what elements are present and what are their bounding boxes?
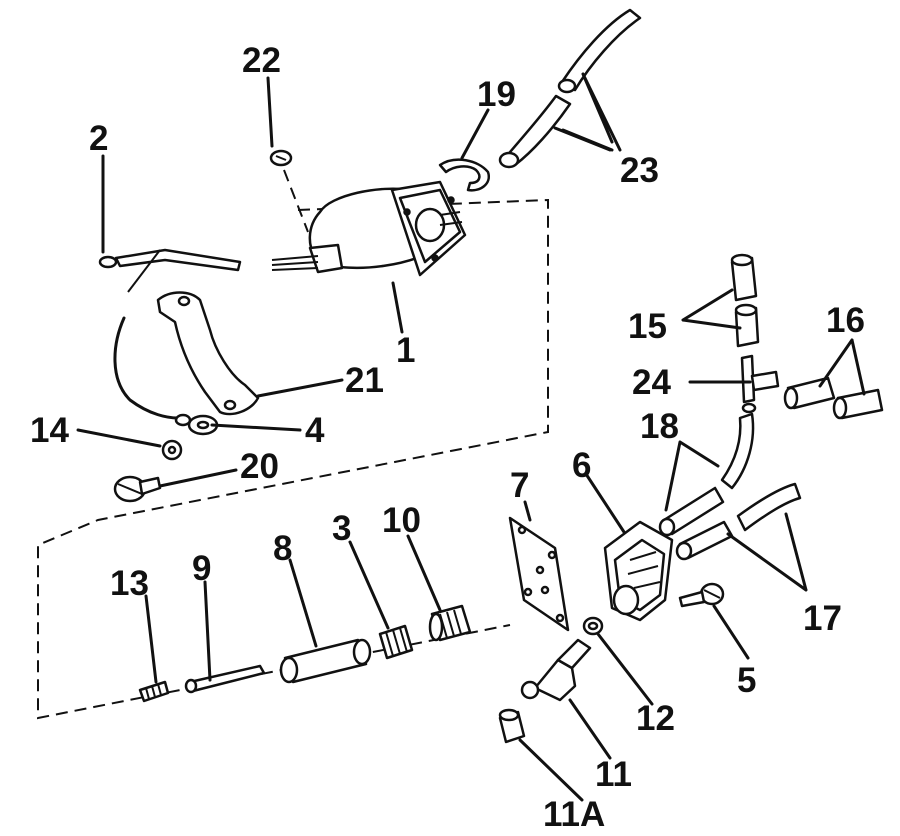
hose-18 (658, 412, 755, 537)
label-15: 15 (628, 307, 667, 346)
screw-5 (678, 582, 725, 608)
label-11a: 11A (543, 795, 605, 834)
terminal-2 (98, 248, 242, 293)
leader-lines (76, 72, 866, 802)
label-18: 18 (640, 407, 679, 446)
spring-3 (378, 624, 414, 660)
label-4: 4 (305, 411, 325, 450)
screw-22 (269, 149, 309, 233)
label-19: 19 (477, 75, 516, 114)
hose-16 (783, 376, 884, 420)
hose-15 (730, 253, 760, 348)
label-5: 5 (737, 661, 756, 700)
sleeve-8 (279, 638, 372, 684)
tee-fitting-24 (740, 354, 780, 414)
hose-17 (675, 482, 802, 561)
cap-11a (498, 708, 526, 744)
hose-23 (498, 8, 642, 169)
label-20: 20 (240, 447, 279, 486)
gasket-7 (508, 516, 570, 632)
label-14: 14 (30, 411, 69, 450)
motor-1 (271, 180, 467, 277)
label-6: 6 (572, 446, 591, 485)
label-2: 2 (89, 119, 108, 158)
label-11: 11 (595, 755, 632, 794)
label-3: 3 (332, 509, 351, 548)
fitting-11 (520, 638, 592, 702)
pin-9 (184, 664, 266, 694)
clip-19 (438, 158, 491, 192)
bearing-10 (428, 604, 472, 642)
part-labels: 1 2 3 4 5 6 7 8 9 10 11 11A 12 13 14 15 … (30, 41, 865, 834)
dashed-bracket-upper (37, 198, 549, 720)
oring-12 (582, 616, 604, 636)
label-12: 12 (636, 699, 675, 738)
label-13: 13 (110, 564, 149, 603)
bracket-21 (156, 291, 260, 416)
spring-13 (138, 680, 170, 703)
label-23: 23 (620, 151, 659, 190)
label-24: 24 (632, 363, 671, 402)
label-21: 21 (345, 361, 384, 400)
label-22: 22 (242, 41, 281, 80)
pump-6 (603, 520, 674, 622)
label-9: 9 (192, 549, 211, 588)
label-7: 7 (510, 466, 529, 505)
screw-20 (113, 475, 162, 503)
washer-14 (161, 439, 183, 461)
label-1: 1 (396, 331, 415, 370)
label-17: 17 (803, 599, 842, 638)
label-10: 10 (382, 501, 421, 540)
label-8: 8 (273, 529, 292, 568)
ground-wire-4 (113, 316, 219, 436)
label-16: 16 (826, 301, 865, 340)
